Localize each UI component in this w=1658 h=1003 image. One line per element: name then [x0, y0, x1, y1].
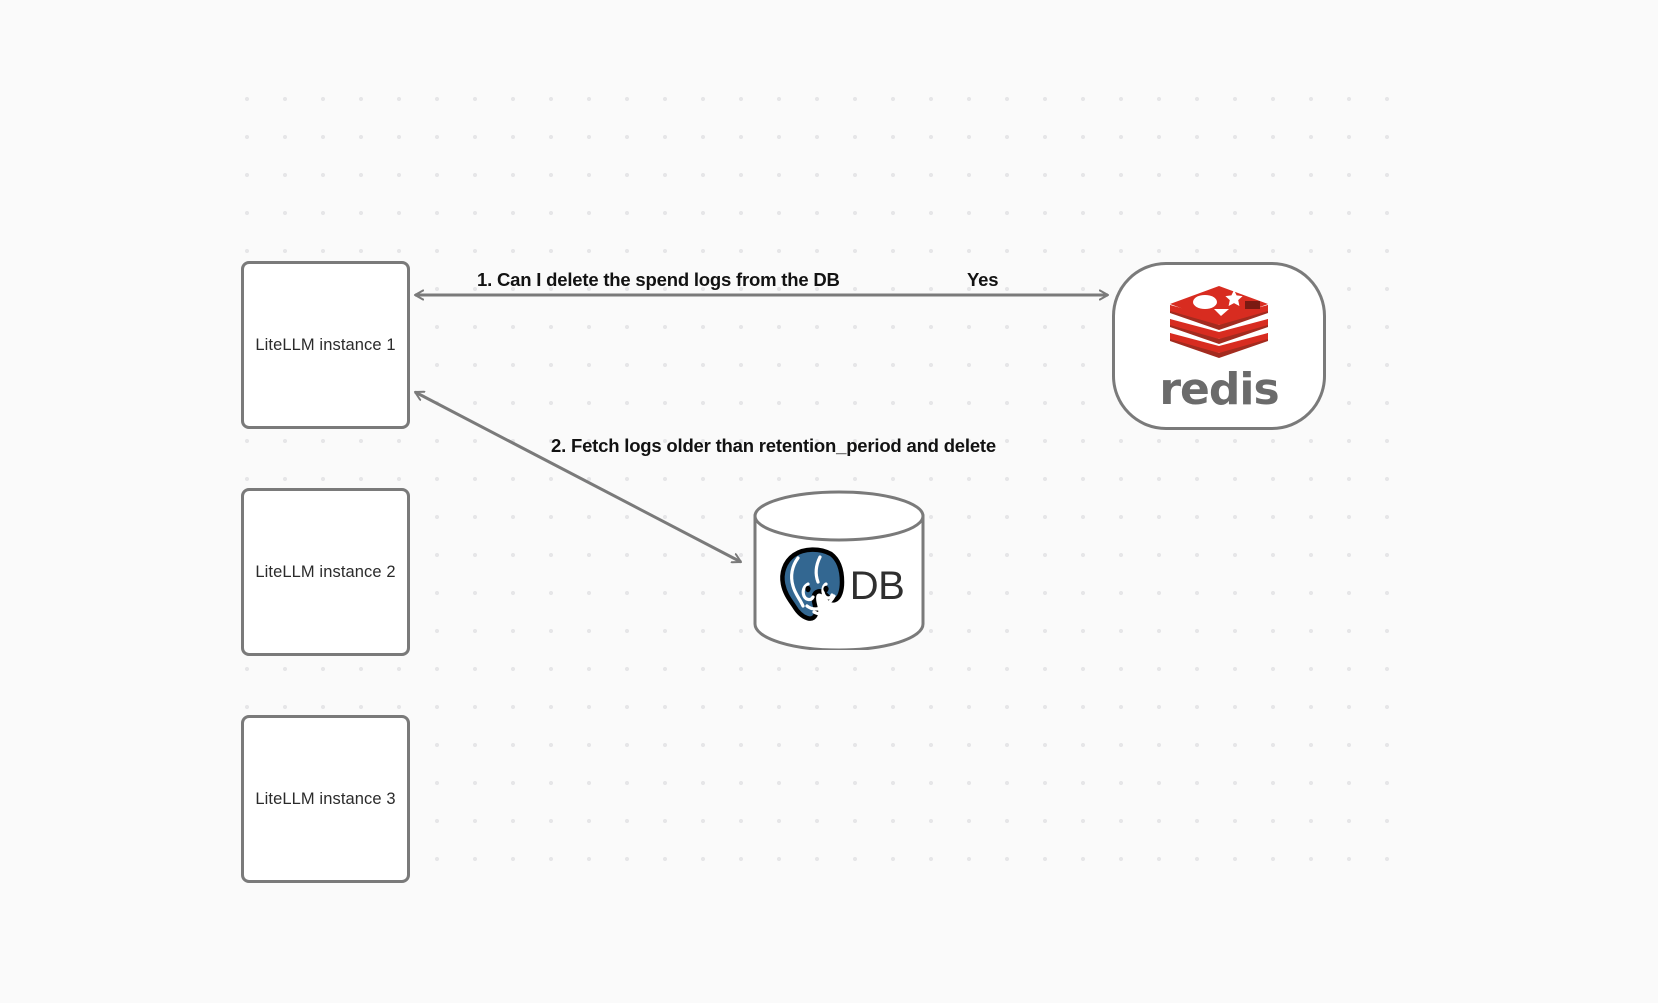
node-redis[interactable]: redis	[1112, 262, 1326, 430]
node-label: LiteLLM instance 2	[255, 562, 396, 581]
edge-label-step-2: 2. Fetch logs older than retention_perio…	[551, 435, 996, 456]
node-database[interactable]: DB	[753, 490, 925, 650]
postgresql-elephant-icon	[774, 544, 850, 629]
edge-label-step-1-reply: Yes	[967, 269, 999, 290]
node-litellm-instance-3[interactable]: LiteLLM instance 3	[241, 715, 410, 883]
node-label: LiteLLM instance 1	[255, 335, 396, 354]
redis-wordmark: redis	[1159, 363, 1279, 415]
node-litellm-instance-1[interactable]: LiteLLM instance 1	[241, 261, 410, 429]
node-label: LiteLLM instance 3	[255, 789, 396, 808]
db-label: DB	[849, 564, 905, 608]
redis-logo-icon	[1167, 283, 1271, 364]
edge-label-step-1: 1. Can I delete the spend logs from the …	[477, 269, 840, 290]
edge-db-litellm1	[415, 390, 741, 564]
db-logo-group: DB	[753, 536, 925, 636]
node-litellm-instance-2[interactable]: LiteLLM instance 2	[241, 488, 410, 656]
redis-logo-group: redis	[1159, 283, 1280, 415]
